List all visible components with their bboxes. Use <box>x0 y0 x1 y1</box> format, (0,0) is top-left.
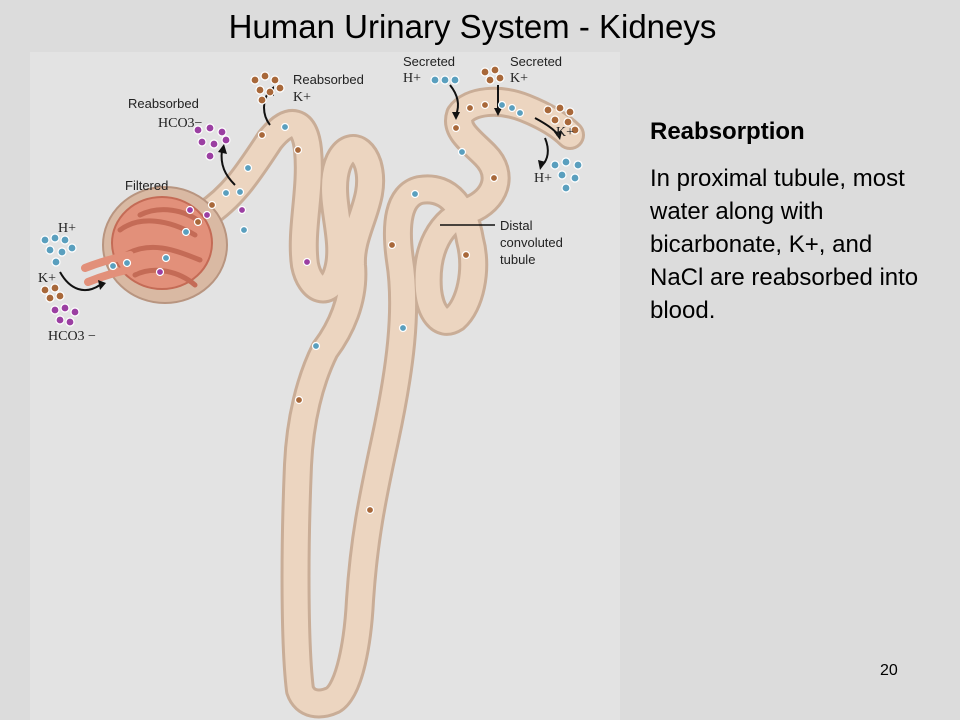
label-h-plus-right: H+ <box>534 171 552 186</box>
nephron-tubule <box>190 86 585 719</box>
label-hco3-reabsorbed: HCO3− <box>158 116 203 131</box>
bicarbonate-ion-dots <box>50 123 312 327</box>
page-number: 20 <box>880 662 898 679</box>
label-h-plus-secreted: H+ <box>403 71 421 86</box>
label-k-plus-secreted: K+ <box>510 71 528 86</box>
nephron-figure: Reabsorbed K+ Reabsorbed HCO3− Filtered … <box>38 54 585 719</box>
text-block: Reabsorption In proximal tubule, most wa… <box>650 118 930 327</box>
hydrogen-ion-dots <box>40 75 583 351</box>
label-k-plus-right: K+ <box>556 125 574 140</box>
label-secreted-h: Secreted <box>403 54 455 69</box>
label-h-plus-left: H+ <box>58 221 76 236</box>
label-reabsorbed-hco3: Reabsorbed <box>128 96 199 111</box>
slide-title: Human Urinary System - Kidneys <box>228 8 717 45</box>
label-convoluted: convoluted <box>500 235 563 250</box>
label-reabsorbed-k: Reabsorbed <box>293 72 364 87</box>
label-filtered: Filtered <box>125 178 168 193</box>
label-k-plus-reabsorbed: K+ <box>293 90 311 105</box>
label-distal: Distal <box>500 218 533 233</box>
potassium-ion-dots <box>40 65 580 515</box>
figure-labels: Reabsorbed K+ Reabsorbed HCO3− Filtered … <box>38 54 574 344</box>
body-text: In proximal tubule, most water along wit… <box>650 165 919 324</box>
ion-dots <box>40 65 583 515</box>
section-heading: Reabsorption <box>650 118 805 145</box>
label-tubule: tubule <box>500 252 535 267</box>
glomerulus <box>81 186 228 304</box>
label-secreted-k: Secreted <box>510 54 562 69</box>
label-k-plus-left: K+ <box>38 271 56 286</box>
label-hco3-left: HCO3 − <box>48 329 96 344</box>
